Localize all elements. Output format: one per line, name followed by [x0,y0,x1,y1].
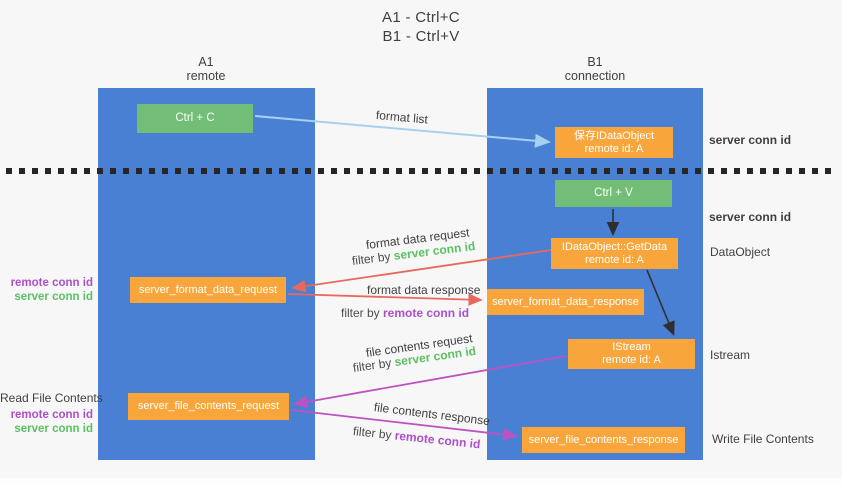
node-server-file-contents-response: server_file_contents_response [522,427,685,453]
footer-strip [0,478,842,485]
node-getdata-line2: remote id: A [585,253,644,266]
filter-by-text-1: filter by [351,248,395,268]
left-conn-id-block-2: remote conn id server conn id [0,409,93,436]
diagram-title: A1 - Ctrl+C B1 - Ctrl+V [300,8,542,46]
node-istream: IStream remote id: A [568,339,695,369]
left-conn-id-block-1: remote conn id server conn id [0,277,93,304]
node-getdata-line1: IDataObject::GetData [561,240,668,253]
lane-header-a1: A1 remote [146,55,266,83]
lane-header-b1: B1 connection [535,55,655,83]
label-file-contents-response: file contents response [373,400,491,429]
filter-by-text-3: filter by [352,355,396,375]
label-filter-by-remote-conn-id-1: filter by remote conn id [341,306,469,320]
node-ctrl-v-label: Ctrl + V [594,187,633,199]
label-server-conn-id-left-2: server conn id [14,422,93,435]
node-server-format-data-response-label: server_format_data_response [492,295,639,308]
lane-b1-id: B1 [587,55,603,69]
label-write-file-contents: Write File Contents [712,432,814,446]
label-remote-conn-id-left-1: remote conn id [10,277,93,289]
node-ctrl-c: Ctrl + C [137,104,253,133]
node-istream-line2: remote id: A [602,354,661,366]
filter-by-text-2: filter by [341,306,384,320]
node-server-file-contents-request: server_file_contents_request [128,393,289,420]
lane-a1-role: remote [186,69,226,83]
node-server-format-data-request: server_format_data_request [130,277,286,303]
node-server-format-data-request-label: server_format_data_request [138,283,278,296]
node-server-file-contents-request-label: server_file_contents_request [137,400,280,412]
remote-conn-id-text-1: remote conn id [383,306,470,320]
label-remote-conn-id-left-2: remote conn id [10,409,93,421]
node-save-idataobject-line2: remote id: A [584,142,644,155]
label-istream-side: Istream [710,348,751,362]
remote-conn-id-text-2: remote conn id [394,428,482,452]
node-ctrl-c-label: Ctrl + C [175,112,215,124]
title-line-2: B1 - Ctrl+V [382,28,460,45]
label-format-list: format list [375,108,429,127]
node-istream-line1: IStream [612,341,651,353]
label-server-conn-id-top: server conn id [709,133,792,147]
label-read-file-contents: Read File Contents [0,391,103,405]
node-save-idataobject-line1: 保存IDataObject [573,129,655,142]
label-server-conn-id-mid: server conn id [709,210,792,224]
lane-a1-id: A1 [198,55,214,69]
node-idataobject-getdata: IDataObject::GetData remote id: A [551,238,678,269]
label-server-conn-id-left-1: server conn id [14,290,93,303]
node-server-file-contents-response-label: server_file_contents_response [528,433,679,446]
label-format-data-response: format data response [367,283,481,297]
label-dataobject: DataObject [710,245,771,259]
filter-by-text-4: filter by [352,424,396,443]
lane-b1-role: connection [564,69,626,83]
title-line-1: A1 - Ctrl+C [382,9,460,26]
node-save-idataobject: 保存IDataObject remote id: A [555,127,673,158]
session-divider-line [6,168,836,174]
node-ctrl-v: Ctrl + V [555,180,672,207]
node-server-format-data-response: server_format_data_response [487,289,644,315]
label-filter-by-remote-conn-id-2: filter by remote conn id [352,424,481,451]
